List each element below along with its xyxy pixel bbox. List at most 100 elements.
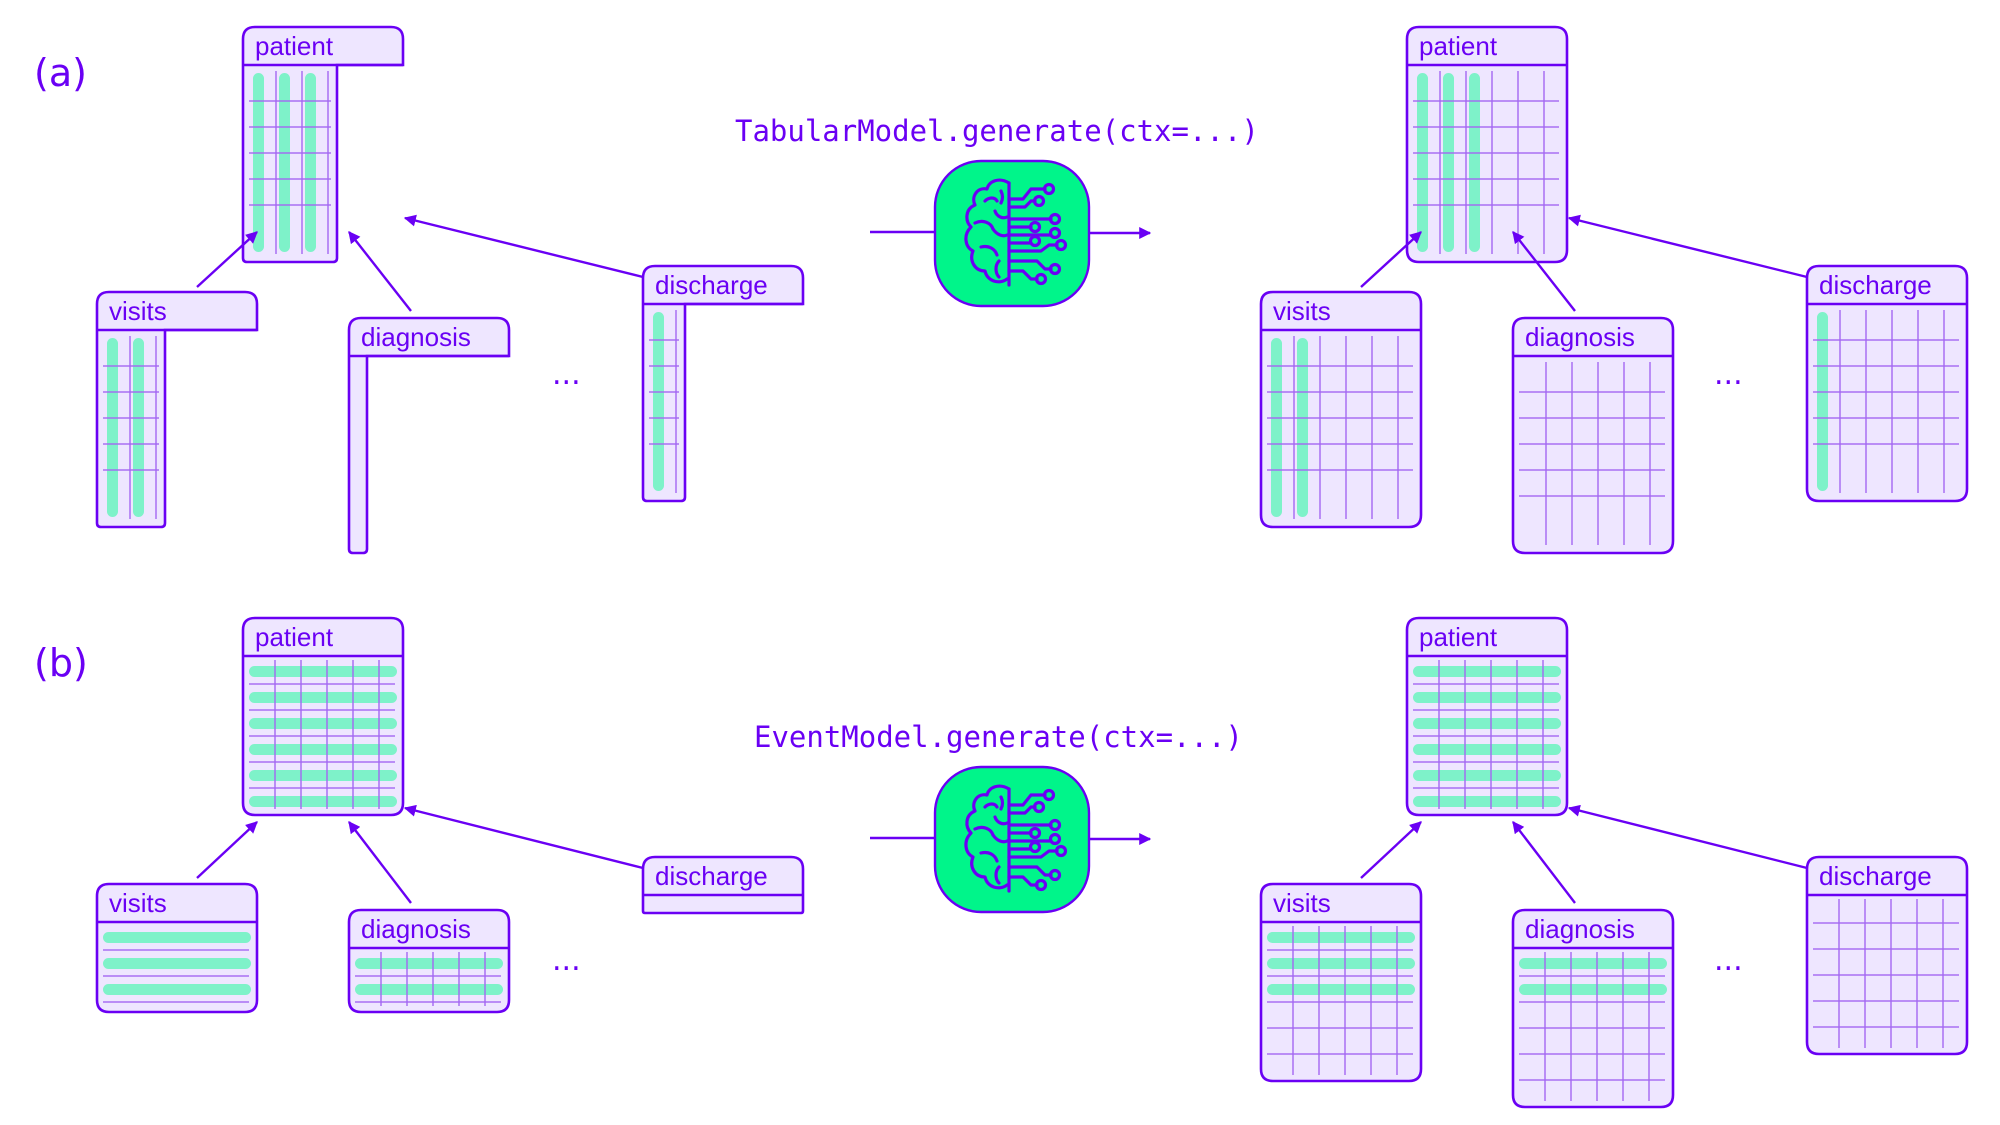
table-name: visits [109, 296, 167, 326]
table-frame [641, 855, 805, 915]
filled-row [249, 692, 397, 703]
table-diagnosis[interactable]: diagnosis [347, 908, 511, 1014]
table-frame [95, 290, 259, 529]
filled-row [249, 770, 397, 781]
filled-column [279, 73, 290, 252]
model-call-tabular: TabularModel.generate(ctx=...) [735, 114, 1259, 148]
foreign-key-edge-discharge [403, 804, 644, 870]
table-frame [1805, 264, 1969, 503]
filled-row [103, 958, 251, 969]
table-name: patient [255, 622, 334, 652]
table-patient[interactable]: patient [241, 25, 405, 264]
table-name: patient [255, 31, 334, 61]
model-call-event: EventModel.generate(ctx=...) [754, 720, 1243, 754]
filled-column [1417, 73, 1428, 252]
filled-row [103, 984, 251, 995]
table-name: patient [1419, 31, 1498, 61]
table-frame [641, 264, 805, 503]
foreign-key-edge-diagnosis [1512, 821, 1576, 904]
filled-row [1267, 958, 1415, 969]
table-name: discharge [655, 270, 768, 300]
table-frame [1805, 855, 1969, 1056]
table-visits[interactable]: visits [95, 290, 259, 529]
filled-column [653, 312, 664, 491]
more-tables-ellipsis: ... [552, 943, 581, 978]
table-visits[interactable]: visits [1259, 882, 1423, 1083]
table-name: visits [1273, 888, 1331, 918]
filled-column [107, 338, 118, 517]
table-patient[interactable]: patient [241, 616, 405, 817]
foreign-key-edge-discharge [1567, 214, 1808, 279]
filled-column [1469, 73, 1480, 252]
table-name: diagnosis [361, 914, 471, 944]
table-patient[interactable]: patient [1405, 616, 1569, 817]
model-node-event[interactable] [933, 765, 1091, 914]
filled-row [1413, 692, 1561, 703]
table-name: diagnosis [1525, 914, 1635, 944]
table-frame [347, 316, 511, 555]
more-tables-ellipsis: ... [1714, 943, 1743, 978]
filled-row [103, 932, 251, 943]
table-name: visits [1273, 296, 1331, 326]
more-tables-ellipsis: ... [552, 357, 581, 392]
table-diagnosis[interactable]: diagnosis [1511, 316, 1675, 555]
table-diagnosis[interactable]: diagnosis [1511, 908, 1675, 1109]
foreign-key-edge-discharge [1567, 804, 1808, 870]
table-name: discharge [655, 861, 768, 891]
filled-row [355, 958, 503, 969]
table-name: discharge [1819, 861, 1932, 891]
table-discharge[interactable]: discharge [1805, 855, 1969, 1056]
table-discharge[interactable]: discharge [1805, 264, 1969, 503]
filled-row [249, 796, 397, 807]
filled-row [1519, 984, 1667, 995]
foreign-key-edge-diagnosis [348, 231, 412, 312]
table-name: diagnosis [361, 322, 471, 352]
filled-row [249, 744, 397, 755]
panel-label-b: (b) [34, 641, 88, 685]
foreign-key-edge-diagnosis [1512, 231, 1576, 312]
table-discharge[interactable]: discharge [641, 264, 805, 503]
filled-column [1817, 312, 1828, 491]
table-frame [241, 25, 405, 264]
table-visits[interactable]: visits [1259, 290, 1423, 529]
table-name: diagnosis [1525, 322, 1635, 352]
input-schema-b: patient visits diagnosis discharge [95, 616, 805, 1014]
table-visits[interactable]: visits [95, 882, 259, 1014]
filled-row [1267, 932, 1415, 943]
model-node-tabular[interactable] [933, 159, 1091, 308]
filled-row [1413, 744, 1561, 755]
filled-row [249, 666, 397, 677]
panel-b: (b) EventModel.generate(ctx=...) patient… [34, 616, 1969, 1109]
more-tables-ellipsis: ... [1714, 357, 1743, 392]
table-patient[interactable]: patient [1405, 25, 1569, 264]
filled-row [249, 718, 397, 729]
output-schema-b: patient visits diagnosis discharge [1259, 616, 1969, 1109]
table-discharge[interactable]: discharge [641, 855, 805, 915]
output-schema-a: patient visits diagnosis discharge [1259, 25, 1969, 555]
filled-row [1519, 958, 1667, 969]
filled-column [253, 73, 264, 252]
foreign-key-edge-diagnosis [348, 821, 412, 904]
foreign-key-edge-discharge [403, 214, 644, 279]
panel-a: (a) TabularModel.generate(ctx=...) patie… [34, 25, 1969, 555]
filled-row [355, 984, 503, 995]
table-name: discharge [1819, 270, 1932, 300]
foreign-key-edge-visits [1360, 231, 1422, 288]
filled-column [1271, 338, 1282, 517]
foreign-key-edge-visits [196, 821, 258, 879]
table-name: patient [1419, 622, 1498, 652]
input-schema-a: patient visits diagnosis discharge [95, 25, 805, 555]
filled-row [1413, 796, 1561, 807]
table-diagnosis[interactable]: diagnosis [347, 316, 511, 555]
filled-column [1443, 73, 1454, 252]
filled-row [1413, 770, 1561, 781]
filled-row [1267, 984, 1415, 995]
filled-column [1297, 338, 1308, 517]
table-frame [1511, 316, 1675, 555]
foreign-key-edge-visits [1360, 821, 1422, 879]
table-frame [95, 882, 259, 1014]
filled-column [305, 73, 316, 252]
filled-column [133, 338, 144, 517]
panel-label-a: (a) [34, 51, 87, 95]
